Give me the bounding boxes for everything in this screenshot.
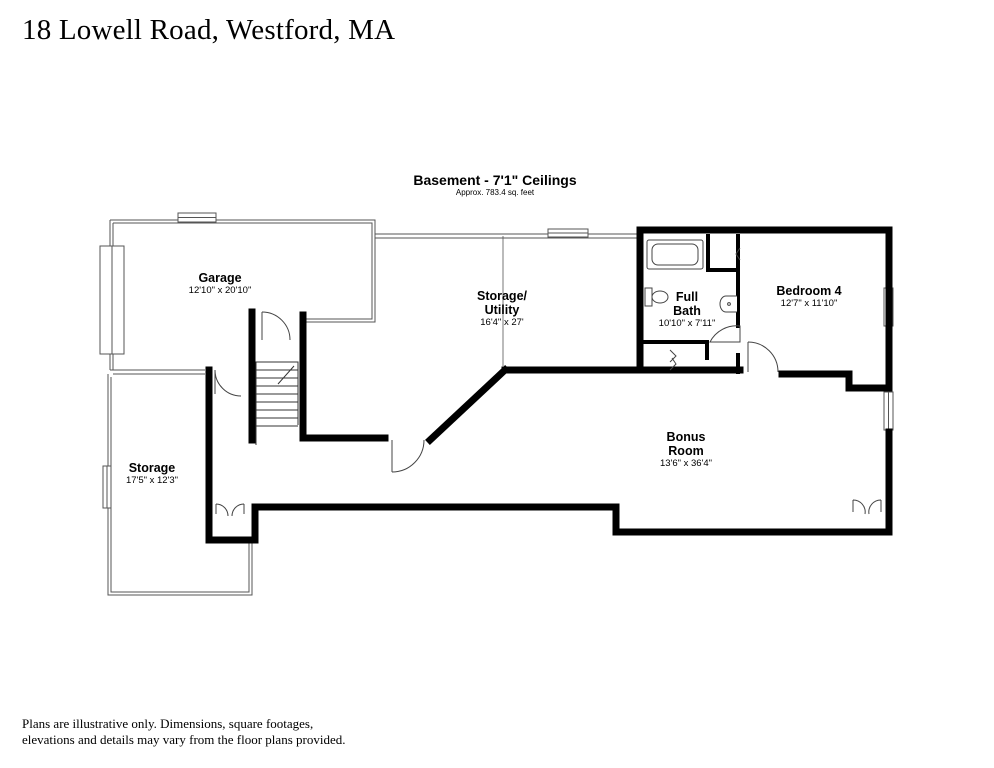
room-label-full-bath: Full Bath 10'10" x 7'11"	[640, 290, 734, 330]
room-name: Full	[675, 290, 699, 304]
exterior-walls	[205, 226, 893, 544]
room-name: Utility	[484, 303, 520, 317]
property-address: 18 Lowell Road, Westford, MA	[22, 14, 396, 46]
disclaimer-line: elevations and details may vary from the…	[22, 732, 346, 747]
room-label-storage: Storage 17'5" x 12'3"	[92, 461, 212, 487]
garage-outline	[109, 219, 376, 375]
sink-icon	[719, 295, 737, 313]
disclaimer-line: Plans are illustrative only. Dimensions,…	[22, 716, 314, 731]
floor-plan-title: Basement - 7'1" Ceilings	[413, 172, 577, 188]
room-dimensions: 12'10" x 20'10"	[188, 285, 252, 296]
room-name: Bath	[673, 304, 701, 318]
disclaimer: Plans are illustrative only. Dimensions,…	[22, 716, 402, 748]
room-label-bedroom-4: Bedroom 4 12'7" x 11'10"	[754, 284, 864, 310]
room-dimensions: 12'7" x 11'10"	[780, 298, 838, 309]
room-name: Storage	[128, 461, 176, 475]
room-dimensions: 13'6" x 36'4"	[659, 458, 713, 469]
room-label-storage-utility: Storage/ Utility 16'4" x 27'	[442, 289, 562, 329]
room-name: Room	[668, 444, 704, 458]
room-name: Garage	[198, 271, 242, 285]
door-swing	[214, 247, 882, 517]
room-label-garage: Garage 12'10" x 20'10"	[160, 271, 280, 297]
room-dimensions: 17'5" x 12'3"	[125, 475, 179, 486]
window	[99, 212, 894, 509]
room-dimensions: 16'4" x 27'	[480, 317, 524, 328]
room-label-bonus-room: Bonus Room 13'6" x 36'4"	[626, 430, 746, 470]
utility-outline	[375, 233, 640, 366]
floor-plan-area: Approx. 783.4 sq. feet	[455, 188, 535, 197]
room-name: Bedroom 4	[776, 284, 842, 298]
room-name: Storage/	[476, 289, 527, 303]
bathtub-icon	[646, 239, 704, 270]
room-dimensions: 10'10" x 7'11"	[658, 318, 716, 329]
room-name: Bonus	[666, 430, 706, 444]
staircase	[255, 361, 299, 445]
toilet-icon	[644, 287, 669, 307]
